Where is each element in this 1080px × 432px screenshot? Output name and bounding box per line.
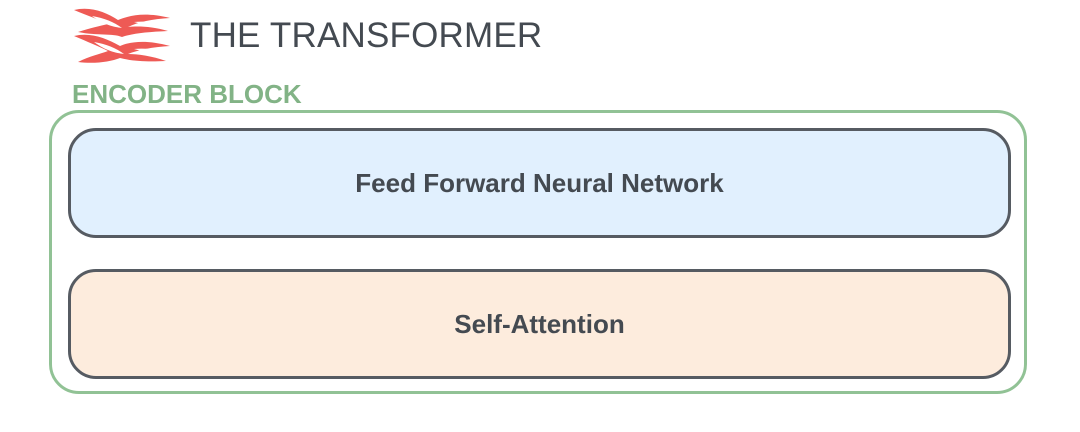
encoder-block-label: ENCODER BLOCK [72,79,302,109]
feed-forward-label: Feed Forward Neural Network [355,167,724,198]
feed-forward-layer: Feed Forward Neural Network [68,128,1011,238]
self-attention-layer: Self-Attention [68,269,1011,379]
encoder-block-frame [49,110,1027,394]
diagram-title: THE TRANSFORMER [190,16,543,55]
self-attention-label: Self-Attention [454,308,625,339]
flame-logo-icon [74,8,170,63]
